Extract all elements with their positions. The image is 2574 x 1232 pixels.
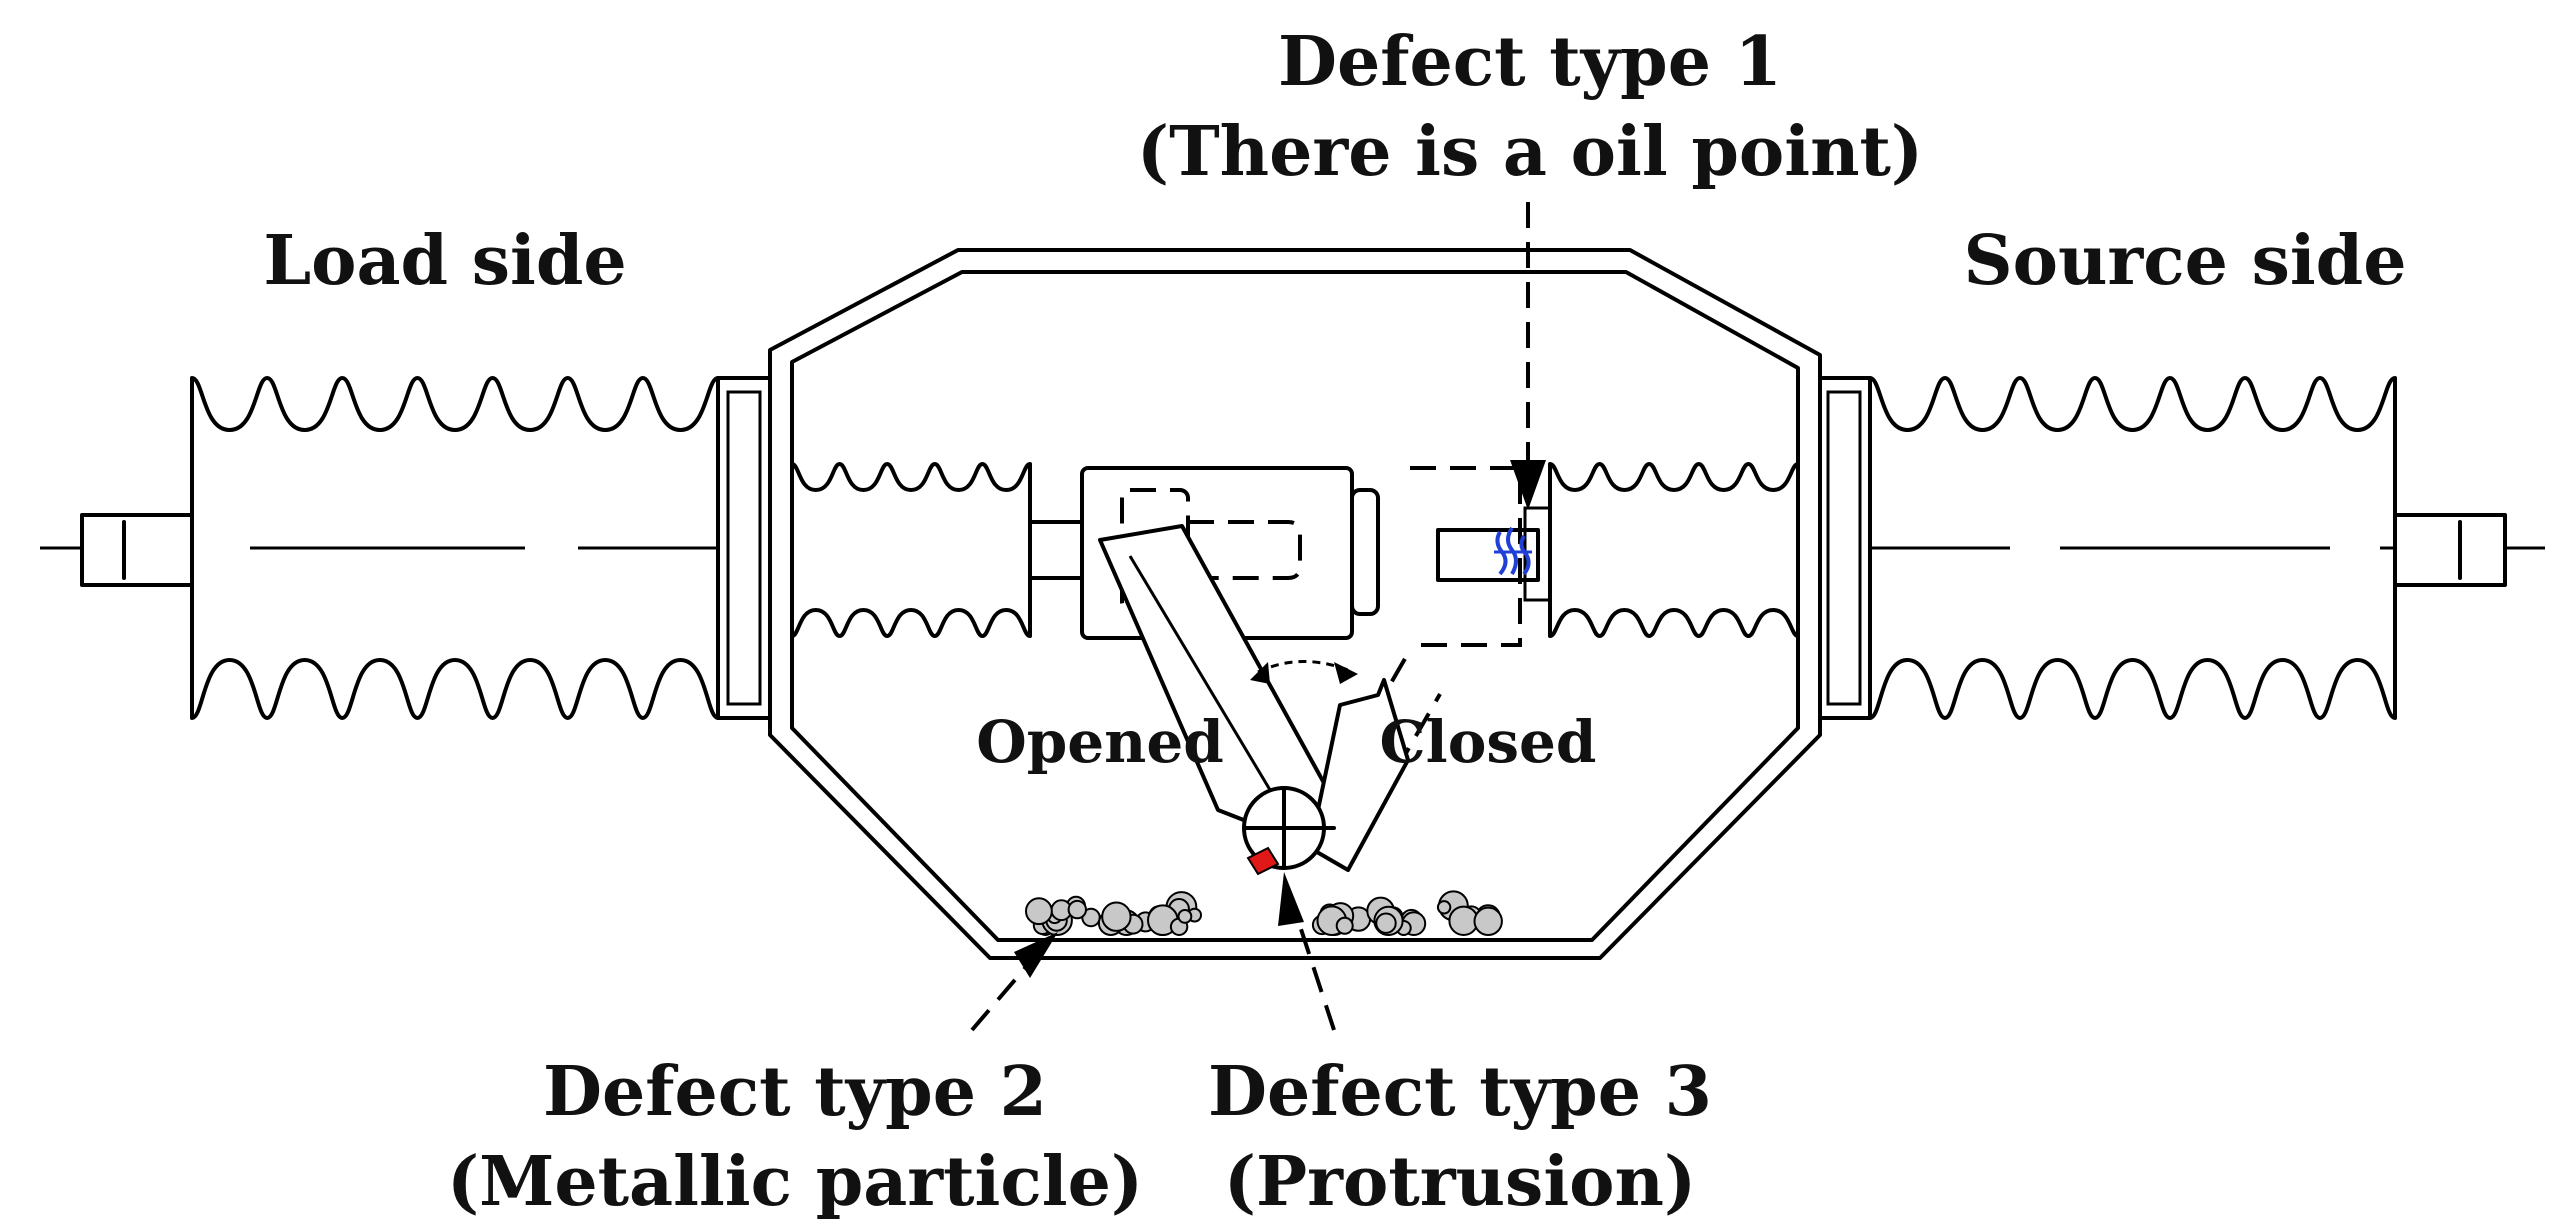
load-side-label: Load side: [263, 221, 626, 301]
metallic-particle: [1335, 916, 1354, 935]
metallic-particle: [1101, 901, 1132, 932]
right-insulator: [1720, 376, 2397, 720]
source-side-label: Source side: [1964, 221, 2407, 301]
inner-right-bellows: [1548, 462, 1800, 638]
defect3-title: Defect type 3: [1208, 1052, 1712, 1132]
closed-label: Closed: [1380, 708, 1597, 776]
metallic-particle: [1473, 906, 1503, 936]
metallic-particle: [1375, 912, 1397, 934]
metallic-particle: [1067, 899, 1088, 920]
left-terminal: [40, 513, 200, 587]
leader-defect-2: [970, 932, 1058, 1032]
opened-label: Opened: [976, 708, 1224, 776]
leader-defect-1: [1510, 202, 1546, 510]
left-flange: [716, 376, 772, 720]
right-terminal: [2380, 513, 2545, 587]
metallic-particle: [1177, 909, 1193, 924]
metallic-particle: [1436, 900, 1452, 915]
defect2-desc: (Metallic particle): [447, 1142, 1143, 1222]
defect1-title: Defect type 1: [1278, 22, 1782, 102]
protrusion-icon: [1246, 846, 1280, 876]
leader-defect-3: [1278, 872, 1336, 1031]
defect2-title: Defect type 2: [543, 1052, 1047, 1132]
right-flange: [1816, 376, 1872, 720]
oil-point-icon: [1494, 526, 1532, 576]
defect3-desc: (Protrusion): [1224, 1142, 1696, 1222]
rotation-arrow: [1250, 660, 1358, 684]
metallic-particles-icon: [1025, 890, 1503, 937]
metallic-particle: [1025, 897, 1053, 926]
pivot: [1242, 786, 1336, 870]
defect1-desc: (There is a oil point): [1137, 112, 1923, 192]
